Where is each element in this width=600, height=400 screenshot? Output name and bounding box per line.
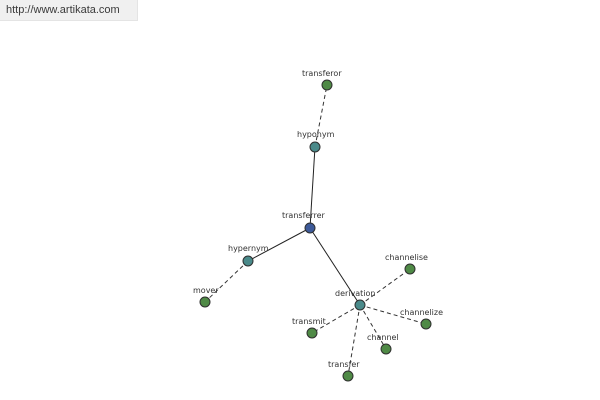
node-label-channel[interactable]: channel [367,333,399,342]
node-label-channelize[interactable]: channelize [400,308,443,317]
node-label-transfer[interactable]: transfer [328,360,360,369]
edge-hyponym-transferor [314,84,328,148]
nodes-layer [199,79,432,382]
source-url-banner: http://www.artikata.com [0,0,138,21]
node-transferor[interactable] [321,79,333,91]
edge-hypernym-mover [204,260,249,303]
node-channel[interactable] [380,343,392,355]
edge-derivation-transfer [347,304,361,377]
edge-transferrer-hypernym [247,227,311,262]
edge-transferrer-derivation [309,227,361,306]
labels-layer: transferrer hyponym hypernym derivation tran… [193,69,443,369]
node-label-hyponym[interactable]: hyponym [297,130,335,139]
node-channelise[interactable] [404,263,416,275]
node-label-derivation[interactable]: derivation [335,289,375,298]
node-label-transferor[interactable]: transferor [302,69,342,78]
node-derivation[interactable] [354,299,366,311]
node-transfer[interactable] [342,370,354,382]
node-hyponym[interactable] [309,141,321,153]
node-label-transmit[interactable]: transmit [292,317,326,326]
node-transferrer[interactable] [304,222,316,234]
node-mover[interactable] [199,296,211,308]
edge-derivation-channel [359,304,387,350]
source-url-link[interactable]: http://www.artikata.com [6,4,120,16]
edge-transferrer-hyponym [309,146,316,229]
node-hypernym[interactable] [242,255,254,267]
edges-layer [204,84,427,377]
edge-derivation-channelise [359,268,411,306]
node-transmit[interactable] [306,327,318,339]
node-label-transferrer[interactable]: transferrer [282,211,325,220]
node-channelize[interactable] [420,318,432,330]
edge-derivation-channelize [359,304,427,325]
edge-derivation-transmit [311,304,361,334]
node-label-hypernym[interactable]: hypernym [228,244,269,253]
node-label-mover[interactable]: mover [193,286,219,295]
node-label-channelise[interactable]: channelise [385,253,428,262]
